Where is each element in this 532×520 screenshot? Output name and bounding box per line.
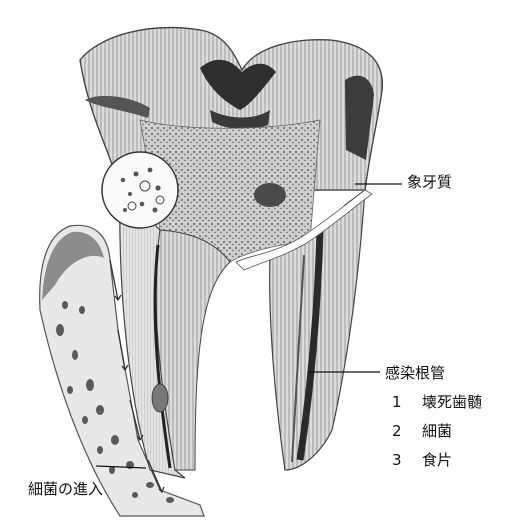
legend-text: 食片 bbox=[422, 451, 452, 469]
legend-number: 3 bbox=[392, 451, 422, 469]
bacterial-entry-label: 細菌の進入 bbox=[28, 480, 103, 498]
legend-text: 細菌 bbox=[422, 422, 452, 440]
dentin-label: 象牙質 bbox=[407, 173, 452, 191]
legend-number: 1 bbox=[392, 393, 422, 411]
legend-text: 壊死歯髄 bbox=[422, 393, 482, 411]
legend-number: 2 bbox=[392, 422, 422, 440]
infected-canal-label: 感染根管 bbox=[385, 364, 445, 382]
magnified-bacteria-inset bbox=[102, 152, 178, 228]
